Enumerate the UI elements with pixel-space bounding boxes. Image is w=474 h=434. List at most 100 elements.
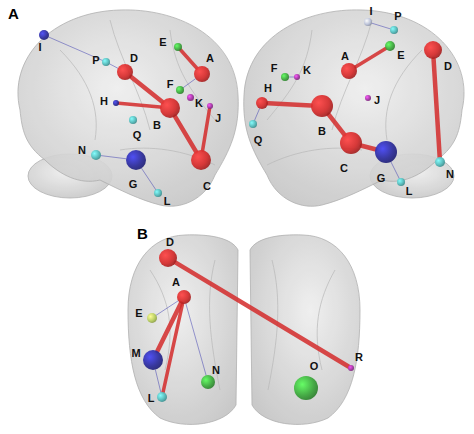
sphere-shape xyxy=(348,365,354,371)
connectivity-line xyxy=(255,109,260,121)
region-letter: G xyxy=(129,179,138,190)
connectivity-line xyxy=(268,103,311,105)
brain-region-sphere: B xyxy=(160,98,180,118)
sphere-shape xyxy=(126,150,146,170)
sphere-shape xyxy=(311,95,333,117)
brain-region-sphere: P xyxy=(102,58,110,66)
region-letter: A xyxy=(172,277,180,288)
connectivity-line xyxy=(186,304,206,376)
sphere-shape xyxy=(435,157,445,167)
brain-region-sphere: H xyxy=(256,97,268,109)
region-letter: D xyxy=(130,53,138,64)
sphere-shape xyxy=(187,94,194,101)
brain-region-sphere: F xyxy=(281,73,289,81)
region-letter: C xyxy=(203,181,211,192)
connectivity-line xyxy=(101,156,126,159)
region-letter: E xyxy=(135,308,142,319)
region-letter: P xyxy=(394,11,401,22)
brain-region-sphere: G xyxy=(375,141,397,163)
sphere-shape xyxy=(365,95,371,101)
sphere-shape xyxy=(177,290,191,304)
connectivity-line xyxy=(289,77,294,78)
connectivity-line xyxy=(142,168,156,189)
region-letter: N xyxy=(78,145,86,156)
brain-region-sphere: L xyxy=(154,189,162,197)
sphere-shape xyxy=(39,30,49,40)
sphere-shape xyxy=(294,376,318,400)
sphere-shape xyxy=(341,63,357,79)
region-letter: D xyxy=(444,61,452,72)
connectivity-line xyxy=(176,263,349,367)
region-letter: N xyxy=(446,169,454,180)
brain-region-sphere: I xyxy=(364,18,372,26)
region-letter: K xyxy=(303,65,311,76)
region-letter: L xyxy=(164,196,171,207)
region-letter: E xyxy=(159,37,166,48)
region-letter: H xyxy=(100,96,108,107)
brain-region-sphere: I xyxy=(39,30,49,40)
brain-region-sphere: H xyxy=(113,100,119,106)
connectivity-line xyxy=(131,77,162,102)
frontal-view-hemispheres xyxy=(128,235,360,425)
region-letter: G xyxy=(377,173,386,184)
region-letter: D xyxy=(166,237,174,248)
connectivity-line xyxy=(175,117,196,152)
brain-region-sphere: E xyxy=(385,41,395,51)
region-letter: I xyxy=(38,42,41,53)
sphere-shape xyxy=(194,66,210,82)
connectivity-line xyxy=(181,50,197,68)
right-hemisphere-lateral xyxy=(244,10,464,206)
sphere-shape xyxy=(375,141,397,163)
sphere-shape xyxy=(113,100,119,106)
brain-region-sphere: Q xyxy=(249,120,257,128)
brain-region-sphere: Q xyxy=(129,116,137,124)
connectivity-line xyxy=(156,301,178,315)
sphere-shape xyxy=(129,116,137,124)
region-letter: B xyxy=(153,120,161,131)
region-letter: B xyxy=(318,126,326,137)
sphere-shape xyxy=(390,26,398,34)
connectivity-line xyxy=(362,146,376,150)
connectivity-line xyxy=(119,103,160,107)
region-letter: J xyxy=(374,95,380,106)
brain-region-sphere: N xyxy=(201,375,215,389)
region-letter: C xyxy=(340,163,348,174)
brain-region-sphere: N xyxy=(435,157,445,167)
sphere-shape xyxy=(256,97,268,109)
region-letter: E xyxy=(397,50,404,61)
brain-region-sphere: L xyxy=(397,178,405,186)
sphere-shape xyxy=(174,43,182,51)
sphere-shape xyxy=(364,18,372,26)
region-letter: Q xyxy=(133,130,142,141)
sphere-shape xyxy=(160,98,180,118)
region-letter: K xyxy=(195,98,203,109)
sphere-shape xyxy=(154,189,162,197)
region-letter: A xyxy=(206,53,214,64)
region-letter: J xyxy=(215,113,221,124)
sphere-shape xyxy=(294,74,300,80)
sphere-shape xyxy=(102,58,110,66)
connectivity-line xyxy=(372,23,390,29)
brain-region-sphere: K xyxy=(187,94,194,101)
sphere-shape xyxy=(340,132,362,154)
region-letter: L xyxy=(148,393,155,404)
brain-region-sphere: F xyxy=(176,86,184,94)
brain-region-sphere: K xyxy=(294,74,300,80)
region-letter: F xyxy=(271,63,278,74)
brain-region-sphere: M xyxy=(143,350,163,370)
sphere-shape xyxy=(159,249,177,267)
brain-region-sphere: C xyxy=(191,150,211,170)
sphere-shape xyxy=(397,178,405,186)
region-letter: N xyxy=(212,365,220,376)
sphere-shape xyxy=(281,73,289,81)
sphere-shape xyxy=(424,41,442,59)
brain-region-sphere: A xyxy=(341,63,357,79)
sphere-shape xyxy=(201,375,215,389)
panel-label: A xyxy=(8,6,19,21)
region-letter: M xyxy=(131,348,140,359)
connectivity-line xyxy=(391,162,399,179)
brain-region-sphere: D xyxy=(424,41,442,59)
